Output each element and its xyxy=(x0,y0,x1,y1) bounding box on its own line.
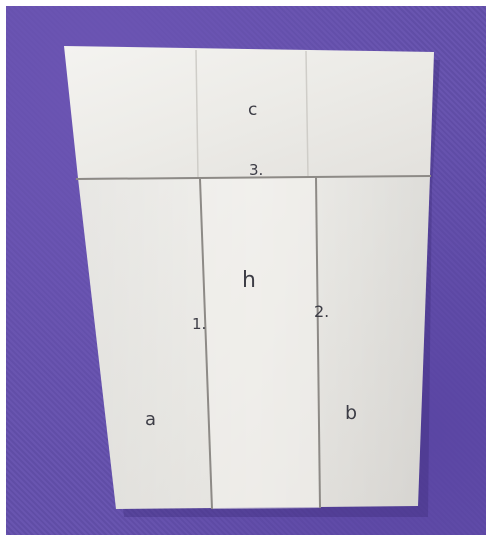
label-2: 2. xyxy=(314,304,329,320)
panel-h xyxy=(200,177,320,509)
label-h: h xyxy=(242,270,256,292)
label-3: 3. xyxy=(249,163,263,178)
label-c: c xyxy=(248,102,257,119)
label-b: b xyxy=(345,404,357,423)
label-a: a xyxy=(145,411,156,429)
label-1: 1. xyxy=(192,317,206,332)
photo: c 3. h 1. 2. a b xyxy=(6,6,486,535)
